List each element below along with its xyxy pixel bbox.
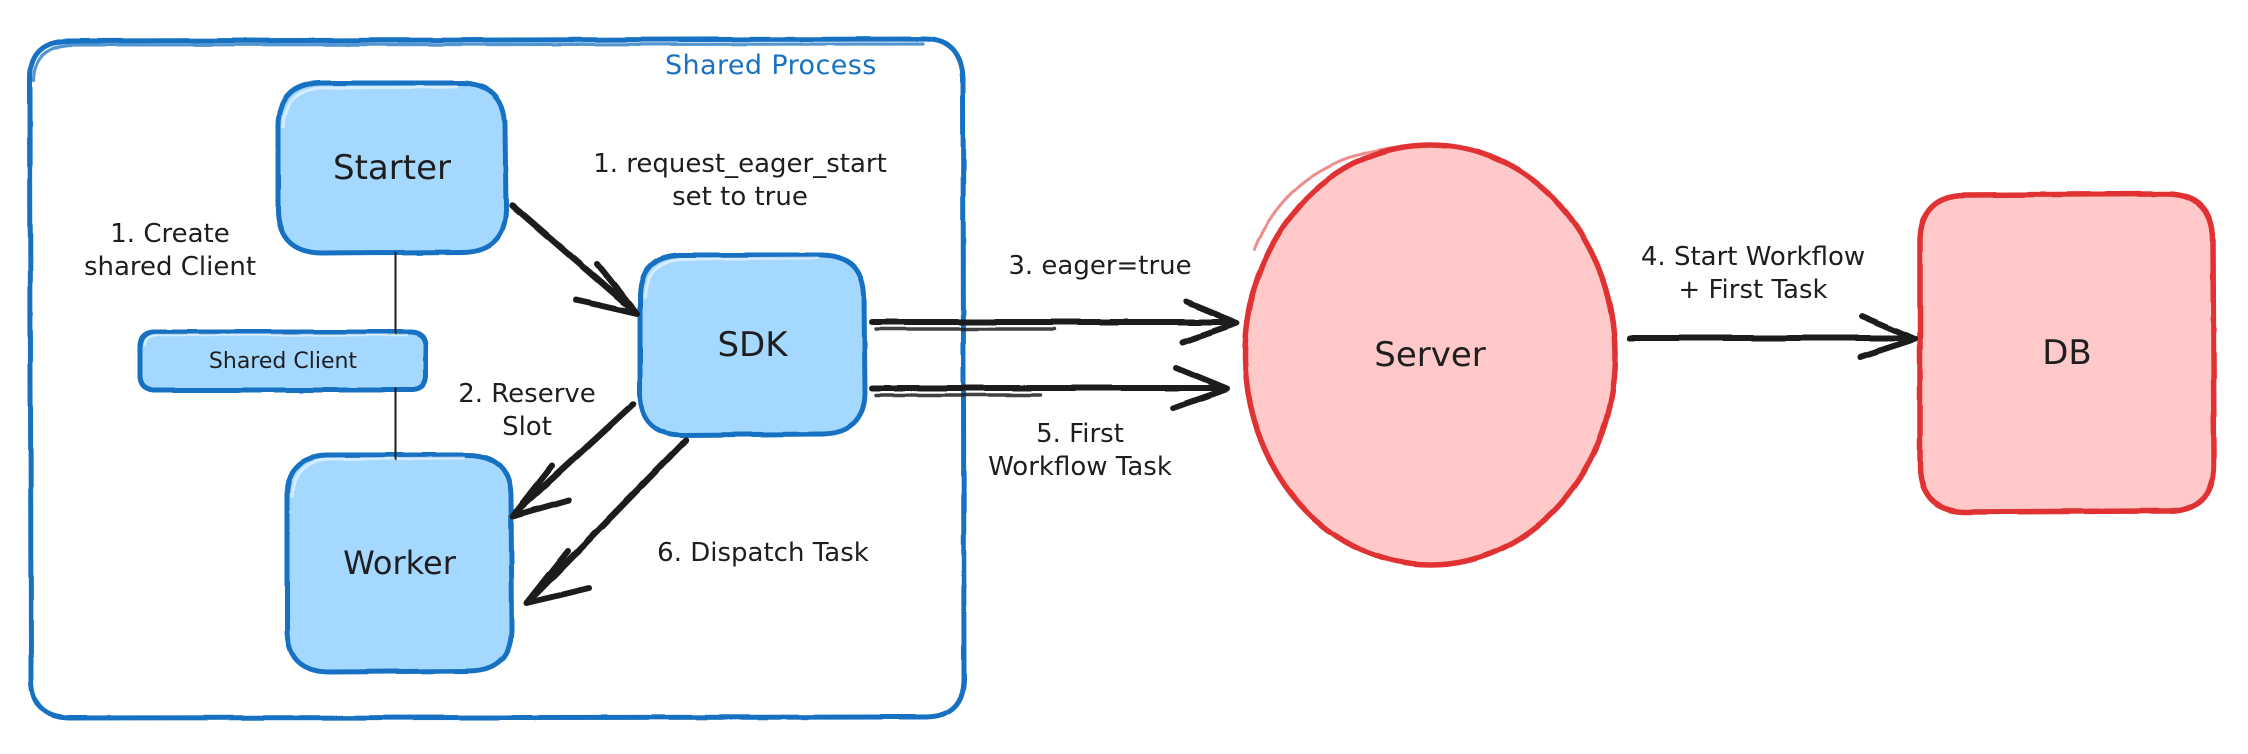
edge-label-first-workflow-task: 5. First Workflow Task <box>988 418 1172 482</box>
edge-request-eager-start-arrow <box>508 201 640 317</box>
edge-label-create-shared-client: 1. Create shared Client <box>83 218 257 282</box>
edge-reserve-slot-arrow <box>510 400 637 519</box>
node-shared-client[interactable] <box>137 329 429 393</box>
edge-label-reserve-slot: 2. Reserve Slot <box>458 378 596 442</box>
node-worker[interactable] <box>284 452 515 675</box>
edge-label-dispatch-task: 6. Dispatch Task <box>657 538 869 569</box>
edge-dispatch-task-arrow <box>524 436 690 606</box>
shared-process-label: Shared Process <box>665 50 877 81</box>
edge-label-request-eager-start: 1. request_eager_start set to true <box>593 148 887 212</box>
shared-process-container <box>27 36 967 721</box>
edge-eager-true-arrow <box>869 299 1240 345</box>
node-sdk[interactable] <box>637 252 868 438</box>
node-server[interactable] <box>1242 142 1618 568</box>
edge-label-start-workflow: 4. Start Workflow + First Task <box>1640 241 1866 305</box>
node-starter[interactable] <box>275 80 509 256</box>
edge-create-shared-client-line <box>392 251 399 461</box>
edge-label-eager-true: 3. eager=true <box>1008 251 1192 282</box>
node-db[interactable] <box>1917 191 2217 515</box>
edge-first-workflow-task-arrow <box>869 365 1230 411</box>
edge-start-workflow-arrow <box>1627 313 1918 360</box>
